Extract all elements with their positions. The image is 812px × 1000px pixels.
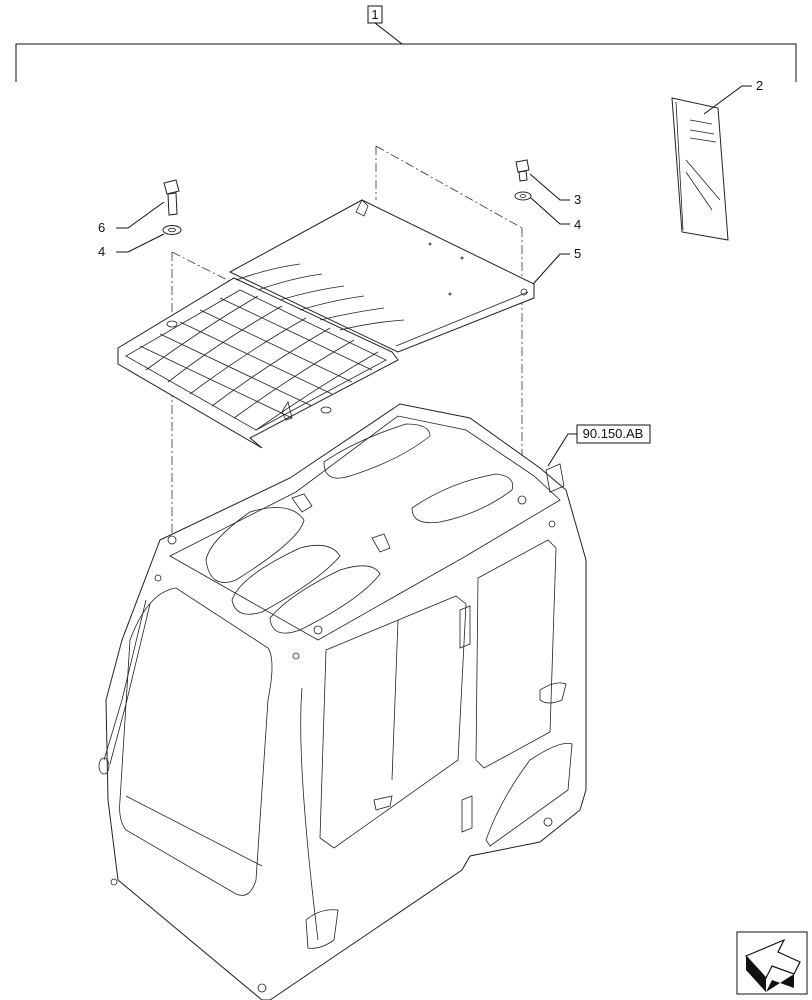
manual-booklet-icon bbox=[671, 97, 729, 241]
reference-callout[interactable]: 90.150.AB bbox=[547, 424, 651, 467]
bolt-right bbox=[515, 159, 530, 182]
washer-left bbox=[162, 225, 182, 235]
callout-3[interactable]: 3 bbox=[529, 173, 581, 207]
grille-ribs bbox=[139, 263, 405, 431]
callout-6[interactable]: 6 bbox=[98, 201, 165, 235]
washer-right bbox=[514, 191, 532, 201]
callout-3-label: 3 bbox=[574, 192, 581, 207]
callout-2-label: 2 bbox=[756, 78, 763, 93]
assembly-number: 1 bbox=[371, 7, 378, 22]
callout-4-right-label: 4 bbox=[574, 217, 581, 232]
callout-4-left[interactable]: 4 bbox=[98, 233, 165, 259]
callout-4-left-label: 4 bbox=[98, 244, 105, 259]
roof-guard-panel bbox=[117, 199, 535, 449]
callout-5[interactable]: 5 bbox=[525, 246, 581, 293]
cab-assembly bbox=[98, 403, 587, 1000]
callout-6-label: 6 bbox=[98, 220, 105, 235]
callout-5-label: 5 bbox=[574, 246, 581, 261]
next-page-arrow-icon[interactable] bbox=[736, 931, 808, 995]
callout-2[interactable]: 2 bbox=[703, 78, 763, 115]
reference-label: 90.150.AB bbox=[583, 426, 644, 441]
bolt-left bbox=[163, 179, 180, 216]
assembly-callout[interactable]: 1 bbox=[15, 5, 797, 82]
callout-4-right[interactable]: 4 bbox=[530, 197, 581, 232]
